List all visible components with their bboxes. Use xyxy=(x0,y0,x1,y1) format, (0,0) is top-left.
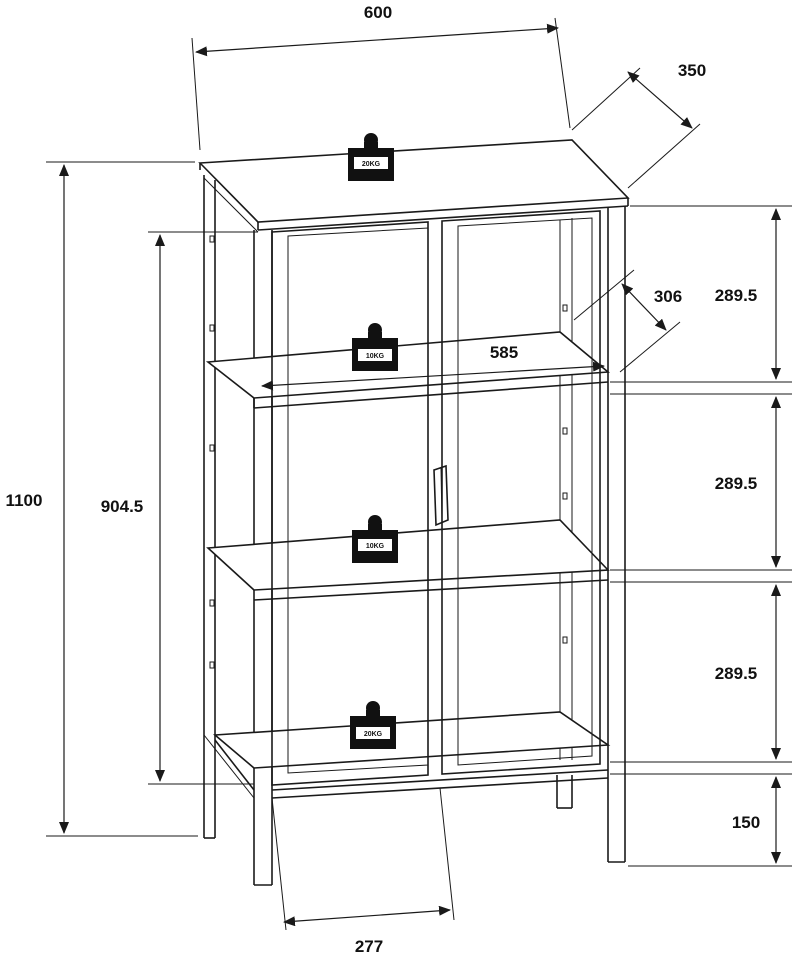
weight-label-bottom: 20KG xyxy=(364,731,383,738)
dim-leg-spacing-label: 277 xyxy=(355,937,383,956)
dim-depth-label: 350 xyxy=(678,61,706,80)
weight-label-shelf-upper: 10KG xyxy=(366,353,385,360)
dimension-width: 600 xyxy=(191,3,571,151)
dimension-compartments: 289.5 289.5 289.5 150 xyxy=(610,205,792,867)
cabinet-outline xyxy=(198,139,630,886)
shelves xyxy=(205,331,611,769)
dim-leg-height-label: 150 xyxy=(732,813,760,832)
dim-height-inner-label: 904.5 xyxy=(101,497,144,516)
dimension-leg-spacing: 277 xyxy=(271,787,455,956)
dim-compartment-2-label: 289.5 xyxy=(715,474,758,493)
dim-width-label: 600 xyxy=(364,3,392,22)
dim-compartment-1-label: 289.5 xyxy=(715,286,758,305)
dim-shelf-depth-label: 306 xyxy=(654,287,682,306)
dim-shelf-width-label: 585 xyxy=(490,343,518,362)
weight-label-top: 20KG xyxy=(362,161,381,168)
weight-icon-shelf-middle: 10KG xyxy=(352,515,398,563)
door-handle xyxy=(433,464,449,527)
hinge-marks xyxy=(209,235,568,669)
weight-icon-bottom: 20KG xyxy=(350,701,396,749)
shelf-upper xyxy=(205,331,611,399)
left-door xyxy=(271,221,429,786)
shelf-middle xyxy=(206,519,610,591)
dimension-shelf-depth: 306 xyxy=(573,269,682,373)
dimension-depth: 350 xyxy=(571,61,706,189)
dimension-inner-height: 904.5 xyxy=(101,231,258,785)
dimension-shelf-width: 585 xyxy=(261,343,605,391)
dimension-total-height: 1100 xyxy=(6,161,198,837)
dim-compartment-3-label: 289.5 xyxy=(715,664,758,683)
shelf-bottom xyxy=(212,711,611,769)
right-door xyxy=(441,210,601,775)
glass-doors xyxy=(271,210,601,786)
weight-label-shelf-middle: 10KG xyxy=(366,543,385,550)
weight-icon-shelf-upper: 10KG xyxy=(352,323,398,371)
dim-height-total-label: 1100 xyxy=(6,491,43,510)
weight-icon-top: 20KG xyxy=(348,133,394,181)
